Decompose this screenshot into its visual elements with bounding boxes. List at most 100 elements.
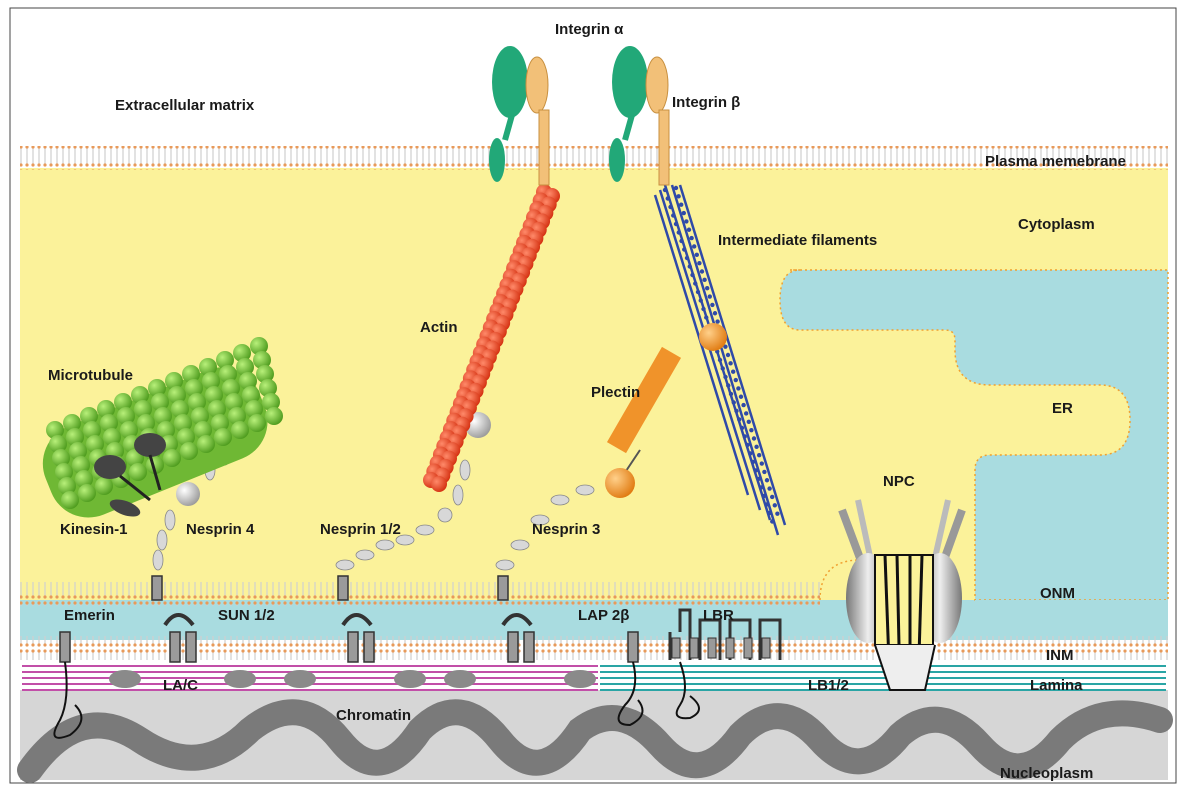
if-bead bbox=[701, 307, 705, 311]
if-bead bbox=[731, 370, 735, 374]
if-bead bbox=[740, 426, 744, 430]
if-bead bbox=[676, 194, 680, 198]
if-bead bbox=[729, 392, 733, 396]
actin-subunit bbox=[431, 476, 447, 492]
if-bead bbox=[687, 228, 691, 232]
if-bead bbox=[684, 219, 688, 223]
tubulin-subunit bbox=[78, 484, 96, 502]
label-lb1-2: LB1/2 bbox=[808, 677, 849, 694]
if-bead bbox=[756, 477, 760, 481]
label-nucleoplasm: Nucleoplasm bbox=[1000, 765, 1093, 782]
label-cytoplasm: Cytoplasm bbox=[1018, 216, 1095, 233]
if-bead bbox=[754, 445, 758, 449]
label-integrin-alpha: Integrin α bbox=[555, 21, 624, 38]
label-kinesin: Kinesin-1 bbox=[60, 521, 128, 538]
label-la-c: LA/C bbox=[163, 677, 198, 694]
if-bead bbox=[702, 278, 706, 282]
if-bead bbox=[736, 386, 740, 390]
if-bead bbox=[688, 264, 692, 268]
if-bead bbox=[692, 244, 696, 248]
if-bead bbox=[663, 188, 667, 192]
if-bead bbox=[710, 303, 714, 307]
if-bead bbox=[732, 400, 736, 404]
nesprin4-head bbox=[176, 482, 200, 506]
if-bead bbox=[671, 213, 675, 217]
if-bead bbox=[715, 319, 719, 323]
if-bead bbox=[775, 511, 779, 515]
if-bead bbox=[767, 486, 771, 490]
label-nesprin-1-2: Nesprin 1/2 bbox=[320, 521, 401, 538]
if-bead bbox=[744, 411, 748, 415]
if-bead bbox=[677, 230, 681, 234]
if-bead bbox=[734, 378, 738, 382]
label-lamina: Lamina bbox=[1030, 677, 1083, 694]
label-chromatin: Chromatin bbox=[336, 707, 411, 724]
if-bead bbox=[734, 409, 738, 413]
tubulin-subunit bbox=[214, 428, 232, 446]
if-bead bbox=[741, 403, 745, 407]
tubulin-subunit bbox=[95, 477, 113, 495]
if-bead bbox=[770, 495, 774, 499]
if-bead bbox=[705, 286, 709, 290]
if-bead bbox=[726, 353, 730, 357]
if-bead bbox=[748, 451, 752, 455]
if-bead bbox=[767, 511, 771, 515]
if-bead bbox=[674, 186, 678, 190]
if-bead bbox=[668, 205, 672, 209]
label-plectin: Plectin bbox=[591, 384, 640, 401]
if-bead bbox=[685, 256, 689, 260]
if-bead bbox=[745, 443, 749, 447]
label-nesprin-4: Nesprin 4 bbox=[186, 521, 255, 538]
tubulin-subunit bbox=[265, 407, 283, 425]
if-bead bbox=[751, 460, 755, 464]
if-bead bbox=[757, 453, 761, 457]
if-bead bbox=[682, 247, 686, 251]
label-er: ER bbox=[1052, 400, 1073, 417]
tubulin-subunit bbox=[61, 491, 79, 509]
outer-nuclear-membrane bbox=[20, 582, 820, 606]
tubulin-subunit bbox=[163, 449, 181, 467]
label-intermediate-filaments: Intermediate filaments bbox=[718, 232, 877, 249]
if-bead bbox=[765, 478, 769, 482]
label-lap-2-beta: LAP 2β bbox=[578, 607, 629, 624]
if-bead bbox=[759, 485, 763, 489]
if-bead bbox=[752, 436, 756, 440]
if-bead bbox=[749, 428, 753, 432]
if-bead bbox=[713, 311, 717, 315]
tubulin-subunit bbox=[248, 414, 266, 432]
if-bead bbox=[666, 196, 670, 200]
label-extracellular-matrix: Extracellular matrix bbox=[115, 97, 255, 114]
if-bead bbox=[760, 461, 764, 465]
if-bead bbox=[679, 203, 683, 207]
tubulin-subunit bbox=[231, 421, 249, 439]
label-npc: NPC bbox=[883, 473, 915, 490]
if-bead bbox=[765, 502, 769, 506]
label-emerin: Emerin bbox=[64, 607, 115, 624]
if-bead bbox=[762, 494, 766, 498]
if-bead bbox=[693, 281, 697, 285]
if-bead bbox=[737, 417, 741, 421]
if-bead bbox=[682, 211, 686, 215]
if-bead bbox=[695, 253, 699, 257]
if-bead bbox=[728, 361, 732, 365]
if-bead bbox=[754, 468, 758, 472]
tubulin-subunit bbox=[197, 435, 215, 453]
if-bead bbox=[689, 236, 693, 240]
if-bead bbox=[762, 470, 766, 474]
label-lbr: LBR bbox=[703, 607, 734, 624]
label-integrin-beta: Integrin β bbox=[672, 94, 740, 111]
tubulin-subunit bbox=[129, 463, 147, 481]
if-bead bbox=[697, 261, 701, 265]
label-inm: INM bbox=[1046, 647, 1074, 664]
if-bead bbox=[739, 395, 743, 399]
if-bead bbox=[700, 269, 704, 273]
label-sun-1-2: SUN 1/2 bbox=[218, 607, 275, 624]
tubulin-subunit bbox=[180, 442, 198, 460]
label-actin: Actin bbox=[420, 319, 458, 336]
if-bead bbox=[696, 290, 700, 294]
label-onm: ONM bbox=[1040, 585, 1075, 602]
if-bead bbox=[770, 519, 774, 523]
if-bead bbox=[726, 383, 730, 387]
if-bead bbox=[679, 239, 683, 243]
if-bead bbox=[773, 503, 777, 507]
